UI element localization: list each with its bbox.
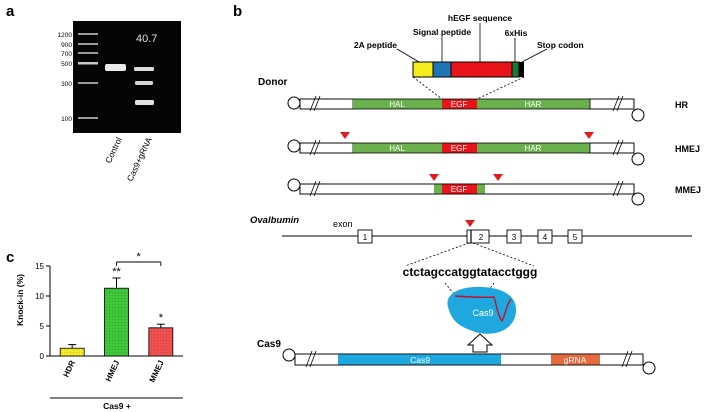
lane-label-control: Control (103, 136, 124, 165)
construct-name: MMEJ (675, 185, 701, 195)
exon-label: exon (333, 219, 353, 229)
insert-label: EGF (451, 100, 468, 109)
grna-segment (551, 354, 600, 365)
panel-b-letter: b (233, 3, 242, 20)
ladder-label: 900 (61, 42, 72, 49)
hegf-block (450, 61, 513, 78)
target-sequence: ctctagccatggtatacctggg (403, 265, 538, 279)
exon-box: 3 (506, 229, 522, 244)
category-label: MMEJ (148, 359, 166, 384)
grna-segment-label: gRNA (564, 355, 587, 365)
stop-codon-block (519, 62, 524, 77)
y-tick-label: 10 (35, 292, 44, 301)
svg-text:4: 4 (543, 233, 548, 242)
y-axis-label: Knock-in (%) (15, 274, 25, 326)
exon-box: 5 (567, 229, 583, 244)
ladder-label: 1200 (58, 32, 73, 39)
exon-box: 4 (537, 229, 553, 244)
gene-label: Ovalbumin (250, 215, 299, 226)
signal-peptide-label: Signal peptide (413, 27, 471, 37)
lane-label-cas9-grna: Cas9+gRNA (125, 135, 154, 183)
significance-label: ** (112, 266, 121, 278)
exon-box: 1 (357, 229, 373, 244)
cut-band-middle (135, 81, 153, 85)
signal-peptide-block (432, 61, 452, 78)
insert-label: EGF (451, 185, 468, 194)
y-tick-label: 15 (35, 262, 44, 271)
cut-band-upper (134, 67, 154, 71)
svg-text:3: 3 (512, 233, 517, 242)
cas9-segment-label: Cas9 (410, 355, 430, 365)
ladder-bands (78, 33, 98, 119)
hegf-label: hEGF sequence (448, 13, 513, 23)
cas9-segment (338, 354, 501, 365)
svg-text:2: 2 (479, 233, 484, 242)
stop-codon-label: Stop codon (537, 40, 584, 50)
y-tick-label: 0 (40, 352, 45, 361)
panel-a-letter: a (6, 3, 15, 20)
ovalbumin-locus: Ovalbumin exon 1 2 3 4 5 (250, 215, 692, 296)
y-tick-label: 5 (40, 322, 45, 331)
exon-box: 2 (466, 229, 490, 244)
up-arrow-icon (466, 333, 494, 353)
construct-name: HR (675, 100, 688, 110)
svg-text:1: 1 (363, 233, 368, 242)
cut-site-marker (584, 132, 594, 139)
his-tag-label: 6xHis (505, 28, 528, 38)
cut-site-marker (493, 174, 503, 181)
ladder-label: 500 (61, 61, 72, 68)
ladder-label: 300 (61, 81, 72, 88)
construct-hr: HAL EGF HAR HR (287, 95, 688, 122)
cut-site-marker (429, 174, 439, 181)
panel-b: b hEGF sequence Signal peptide 6xHis 2A … (233, 3, 701, 375)
svg-text:5: 5 (573, 233, 578, 242)
group-label: Cas9 + (103, 401, 131, 411)
panel-c-letter: c (6, 249, 14, 266)
right-arm-label: HAR (525, 144, 542, 153)
left-arm-label: HAL (389, 144, 405, 153)
significance-label: * (159, 312, 164, 324)
panel-a: a 1200 900 700 500 300 100 40.7 Control … (6, 3, 181, 183)
construct-name: HMEJ (675, 144, 700, 154)
ladder-label: 700 (61, 51, 72, 58)
insert-cassette: hEGF sequence Signal peptide 6xHis 2A pe… (354, 13, 584, 100)
control-band (105, 64, 126, 71)
p2a-block (412, 61, 434, 78)
category-label: HMEJ (104, 359, 122, 383)
bar-texture (148, 327, 173, 356)
cut-site-marker (465, 220, 475, 227)
construct-hmej: HAL EGF HAR HMEJ (287, 132, 700, 166)
bar-texture (60, 348, 85, 356)
donor-label: Donor (258, 77, 288, 88)
cas9-protein-label: Cas9 (472, 308, 493, 318)
insert-label: EGF (451, 144, 468, 153)
comparison-significance: * (137, 251, 142, 263)
p2a-label: 2A peptide (354, 40, 397, 50)
construct-mmej: EGF MMEJ (287, 174, 701, 206)
cas9-vector: Cas9 Cas9 gRNA (257, 339, 656, 375)
left-arm-label: HAL (389, 100, 405, 109)
his-tag-block (511, 61, 520, 78)
right-arm-label: HAR (525, 100, 542, 109)
cleavage-ratio: 40.7 (136, 33, 157, 45)
category-label: HDR (61, 359, 77, 379)
bar-texture (104, 288, 129, 356)
cut-site-marker (340, 132, 350, 139)
gel-image (73, 21, 181, 133)
cas9-vector-label: Cas9 (257, 339, 281, 350)
ladder-label: 100 (61, 116, 72, 123)
cas9-protein: Cas9 (447, 286, 517, 353)
cut-band-lower (135, 100, 154, 105)
